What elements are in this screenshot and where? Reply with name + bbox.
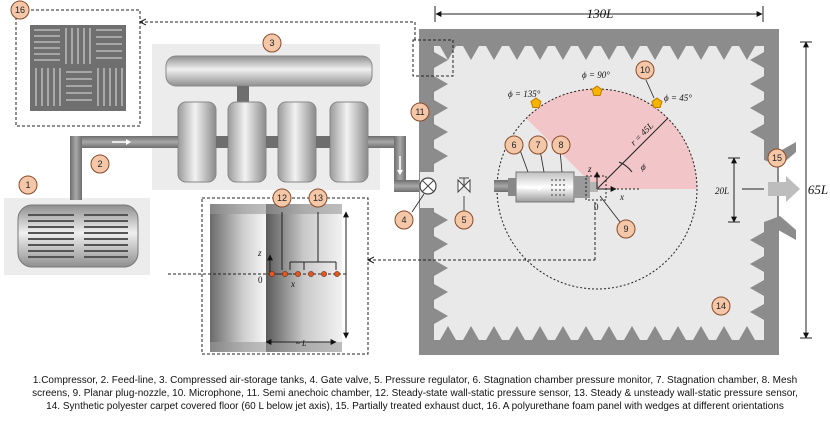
svg-text:16: 16	[15, 5, 25, 15]
callout-13: 13	[308, 188, 328, 208]
dim-exhaust-label: 20L	[715, 186, 729, 196]
origin-label: 0	[594, 202, 599, 212]
svg-text:9: 9	[623, 224, 628, 234]
jet-rig	[494, 171, 640, 203]
angle-135-label: ϕ = 135°	[508, 89, 541, 99]
callout-15: 15	[767, 148, 787, 168]
dimension-lines	[434, 6, 812, 339]
callout-8: 8	[551, 135, 571, 155]
svg-text:5: 5	[461, 215, 466, 225]
sensor-span-label: ~ L	[296, 339, 307, 348]
gate-valve	[419, 177, 437, 195]
callout-4: 4	[394, 210, 414, 230]
dim-height-label: 65L	[808, 182, 828, 197]
svg-text:14: 14	[716, 301, 726, 311]
angle-phi-label: ϕ	[641, 162, 646, 172]
figure-caption: 1.Compressor, 2. Feed-line, 3. Compresse…	[20, 374, 810, 413]
callout-11: 11	[410, 102, 430, 122]
callout-7: 7	[528, 135, 548, 155]
svg-text:2: 2	[97, 159, 102, 169]
callout-2: 2	[90, 154, 110, 174]
svg-text:3: 3	[269, 38, 274, 48]
foam-panel-wedges	[30, 25, 126, 111]
svg-text:8: 8	[558, 140, 563, 150]
callout-10: 10	[635, 60, 655, 80]
pressure-regulator	[457, 177, 471, 194]
microphones	[530, 85, 663, 108]
callout-16: 16	[10, 0, 30, 20]
angle-45-label: ϕ = 45°	[664, 93, 692, 103]
axis-x-label: x	[619, 192, 624, 202]
chamber-wedges	[434, 46, 764, 340]
svg-text:12: 12	[277, 193, 287, 203]
svg-text:10: 10	[640, 65, 650, 75]
svg-text:15: 15	[772, 153, 782, 163]
svg-text:11: 11	[415, 107, 424, 117]
air-storage-tanks	[152, 44, 380, 190]
svg-text:7: 7	[535, 140, 540, 150]
callout-5: 5	[454, 210, 474, 230]
svg-text:13: 13	[313, 193, 323, 203]
callouts: 1 2 3 4 5 6 7 8 9 10 11 12 13 14 15 16	[10, 0, 787, 316]
axis-labels: z x 0 z x 0	[257, 164, 624, 289]
callout-12: 12	[272, 188, 292, 208]
callout-6: 6	[504, 135, 524, 155]
inset-axis-z-label: z	[257, 248, 262, 258]
caption-line-1: 1.Compressor, 2. Feed-line, 3. Compresse…	[32, 375, 798, 386]
angle-90-label: ϕ = 90°	[582, 70, 610, 80]
callout-1: 1	[18, 175, 38, 195]
foam-panel	[15, 9, 416, 127]
wall-static-sensors	[269, 271, 340, 277]
caption-line-2: screens, 9. Planar plug-nozzle, 10. Micr…	[32, 388, 798, 399]
inset-origin-label: 0	[258, 275, 263, 285]
dim-width-label: 130L	[587, 6, 614, 21]
callout-9: 9	[616, 219, 636, 239]
caption-line-3: 14. Synthetic polyester carpet covered f…	[46, 401, 784, 412]
svg-text:1: 1	[25, 180, 30, 190]
callout-14: 14	[711, 296, 731, 316]
angle-labels: ϕ = 135° ϕ = 90° ϕ = 45° ϕ	[508, 70, 692, 172]
svg-text:6: 6	[511, 140, 516, 150]
svg-text:4: 4	[401, 215, 406, 225]
plate-detail-inset	[168, 197, 596, 355]
experimental-setup-diagram: 130L 65L 20L r = 45L ~ L ϕ = 135° ϕ = 90…	[4, 0, 828, 355]
inset-axis-x-label: x	[290, 279, 295, 289]
axis-z-label: z	[587, 164, 592, 174]
callout-3: 3	[262, 33, 282, 53]
compressor	[4, 198, 150, 275]
